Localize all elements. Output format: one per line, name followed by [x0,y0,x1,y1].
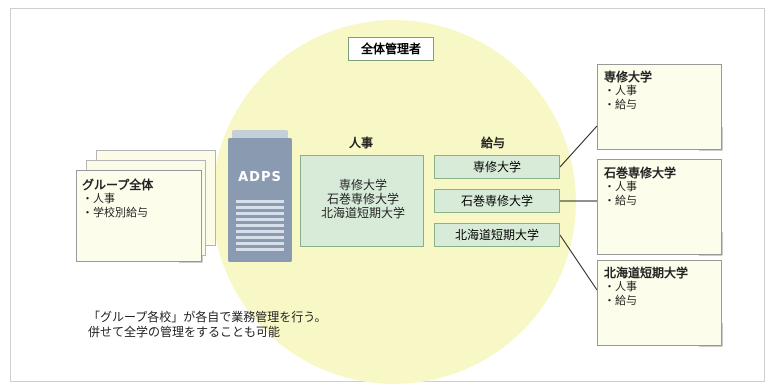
pay-box: 専修大学 [434,155,560,179]
note-line: 「グループ各校」が各自で業務管理を行う。 [88,310,327,324]
group-doc-item: ・人事 [82,192,115,205]
server-label: ADPS [238,170,282,185]
school-doc-item: ・人事 [604,84,637,97]
hr-school: 北海道短期大学 [320,206,405,220]
school-doc-title: 北海道短期大学 [604,266,689,280]
school-document [597,159,722,255]
school-doc-item: ・給与 [604,194,637,207]
server-slot [236,242,284,245]
server-top [232,130,288,140]
server-slot [236,218,284,221]
connector-line [559,234,598,291]
school-doc-text: 専修大学 ・人事 ・給与 [604,70,652,112]
admin-label: 全体管理者 [348,37,434,61]
school-doc-title: 専修大学 [604,70,653,84]
server-slot [236,230,284,233]
group-doc-text: グループ全体 ・人事 ・学校別給与 [82,178,153,220]
note-text: 「グループ各校」が各自で業務管理を行う。 併せて全学の管理をすることも可能 [88,310,327,340]
hr-box: 専修大学 石巻専修大学 北海道短期大学 [300,155,424,247]
school-doc-item: ・人事 [604,280,637,293]
hr-heading: 人事 [349,136,374,150]
adps-server: ADPS [228,130,292,262]
group-doc-title: グループ全体 [82,178,154,192]
pay-box: 北海道短期大学 [434,223,560,247]
hr-school: 石巻専修大学 [326,192,399,206]
school-doc-title: 石巻専修大学 [604,166,677,180]
pay-box: 石巻専修大学 [434,189,560,213]
school-document [597,64,722,150]
note-line: 併せて全学の管理をすることも可能 [88,325,281,339]
server-slot [236,248,284,251]
school-doc-item: ・給与 [604,98,637,111]
school-document [597,260,722,346]
server-slot [236,206,284,209]
school-doc-text: 石巻専修大学 ・人事 ・給与 [604,166,676,208]
hr-school: 専修大学 [338,178,387,192]
server-slot [236,200,284,203]
school-doc-item: ・給与 [604,294,637,307]
connector-line [559,125,598,168]
pay-heading: 給与 [481,136,506,150]
group-doc-item: ・学校別給与 [82,206,148,219]
group-document [76,170,202,262]
school-doc-item: ・人事 [604,180,637,193]
school-doc-text: 北海道短期大学 ・人事 ・給与 [604,266,688,308]
server-slot [236,224,284,227]
server-slot [236,212,284,215]
server-slot [236,236,284,239]
